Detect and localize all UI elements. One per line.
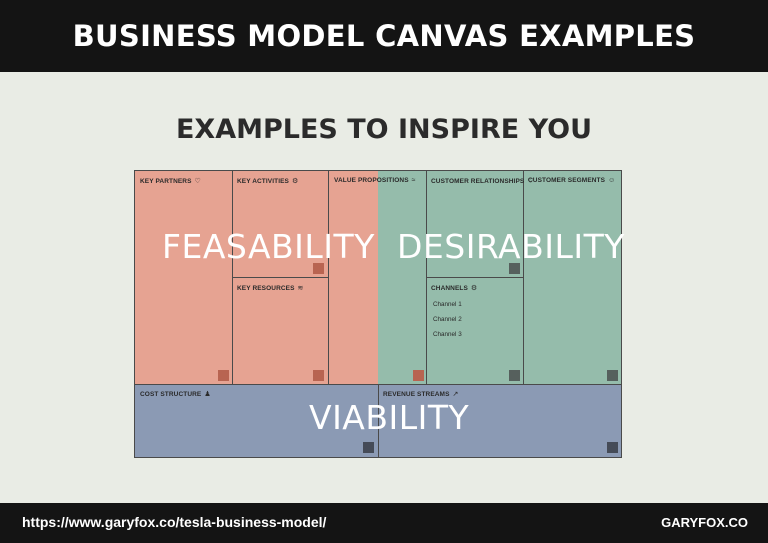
money-bag-icon: ♟ (204, 391, 211, 398)
viability-overlay: VIABILITY (309, 398, 470, 437)
factory-icon: ≋ (297, 285, 304, 292)
desirability-overlay: DESIRABILITY (397, 227, 625, 266)
top-banner: BUSINESS MODEL CANVAS EXAMPLES (0, 0, 768, 72)
key-resources-label: KEY RESOURCES≋ (237, 285, 304, 292)
channel-item: Channel 1 (433, 301, 462, 308)
grid-line (523, 171, 525, 384)
corner-marker (313, 263, 324, 274)
banner-title: BUSINESS MODEL CANVAS EXAMPLES (72, 19, 696, 53)
corner-marker (313, 370, 324, 381)
grid-line (378, 384, 380, 457)
corner-marker (363, 442, 374, 453)
gears-icon: ⚙ (291, 178, 299, 185)
wifi-icon: ≈ (411, 177, 416, 184)
handshake-icon: ♡ (194, 178, 201, 185)
chart-icon: ↗ (452, 391, 459, 398)
gear-icon: ⚙ (470, 285, 478, 292)
corner-marker (509, 370, 520, 381)
user-icon: ☺ (608, 177, 616, 184)
heart-icon: ♡ (527, 178, 534, 185)
cost-structure-label: COST STRUCTURE♟ (140, 391, 211, 398)
corner-marker (509, 263, 520, 274)
bottom-banner: https://www.garyfox.co/tesla-business-mo… (0, 503, 768, 543)
feasability-overlay: FEASABILITY (162, 227, 375, 266)
key-partners-label: KEY PARTNERS♡ (140, 178, 201, 185)
channels-label: CHANNELS⚙ (431, 285, 478, 292)
channel-item: Channel 3 (433, 331, 462, 338)
footer-brand: GARYFOX.CO (661, 515, 748, 530)
corner-marker (218, 370, 229, 381)
customer-segments-label: CUSTOMER SEGMENTS☺ (528, 177, 616, 184)
corner-marker (413, 370, 424, 381)
key-activities-label: KEY ACTIVITIES⚙ (237, 178, 299, 185)
grid-line (135, 384, 621, 386)
value-propositions-label: VALUE PROPOSITIONS≈ (334, 177, 416, 184)
grid-line (328, 171, 330, 384)
grid-line (426, 277, 523, 279)
footer-url[interactable]: https://www.garyfox.co/tesla-business-mo… (22, 514, 327, 530)
page-subtitle: EXAMPLES TO INSPIRE YOU (175, 114, 593, 145)
customer-relationships-label: CUSTOMER RELATIONSHIPS♡ (431, 178, 534, 185)
channel-item: Channel 2 (433, 316, 462, 323)
revenue-streams-label: REVENUE STREAMS↗ (383, 391, 459, 398)
corner-marker (607, 442, 618, 453)
grid-line (232, 277, 328, 279)
business-model-canvas: KEY PARTNERS♡ KEY ACTIVITIES⚙ KEY RESOUR… (134, 170, 625, 458)
corner-marker (607, 370, 618, 381)
